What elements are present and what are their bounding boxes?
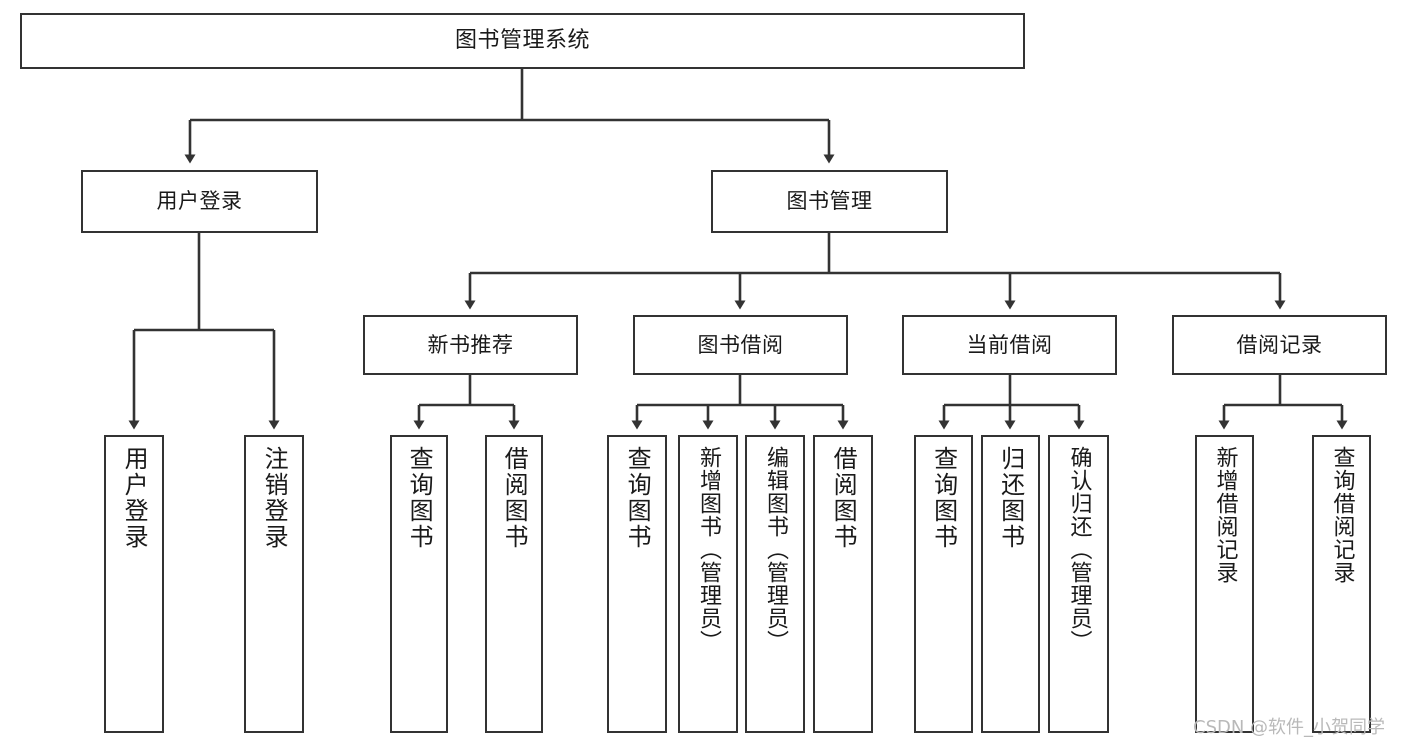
leaf-borrow-query-book-label: 查询图书 bbox=[623, 446, 652, 550]
leaf-borrow-edit-book-label: 编辑图书（管理员） bbox=[762, 446, 788, 653]
node-user-login-label: 用户登录 bbox=[156, 189, 243, 214]
leaf-current-confirm-return[interactable]: 确认归还（管理员） bbox=[1048, 435, 1109, 733]
node-root[interactable]: 图书管理系统 bbox=[20, 13, 1025, 69]
leaf-borrow-query-book[interactable]: 查询图书 bbox=[607, 435, 667, 733]
leaf-borrow-borrow-book-label: 借阅图书 bbox=[829, 446, 858, 550]
leaf-record-add-label: 新增借阅记录 bbox=[1212, 446, 1238, 584]
leaf-current-confirm-return-label: 确认归还（管理员） bbox=[1066, 446, 1092, 653]
leaf-logout[interactable]: 注销登录 bbox=[244, 435, 304, 733]
node-borrow-record[interactable]: 借阅记录 bbox=[1172, 315, 1387, 375]
node-root-label: 图书管理系统 bbox=[454, 28, 590, 54]
node-current-borrow-label: 当前借阅 bbox=[966, 332, 1053, 357]
leaf-new-book-borrow[interactable]: 借阅图书 bbox=[485, 435, 543, 733]
node-new-book-recommend[interactable]: 新书推荐 bbox=[363, 315, 578, 375]
leaf-borrow-add-book-label: 新增图书（管理员） bbox=[695, 446, 721, 653]
node-book-management[interactable]: 图书管理 bbox=[711, 170, 948, 233]
node-new-book-recommend-label: 新书推荐 bbox=[427, 332, 514, 357]
leaf-current-return-book[interactable]: 归还图书 bbox=[981, 435, 1040, 733]
leaf-user-login[interactable]: 用户登录 bbox=[104, 435, 164, 733]
leaf-current-query-book[interactable]: 查询图书 bbox=[914, 435, 973, 733]
leaf-borrow-borrow-book[interactable]: 借阅图书 bbox=[813, 435, 873, 733]
node-book-borrow-label: 图书借阅 bbox=[697, 332, 784, 357]
leaf-new-book-query[interactable]: 查询图书 bbox=[390, 435, 448, 733]
leaf-borrow-add-book[interactable]: 新增图书（管理员） bbox=[678, 435, 738, 733]
leaf-record-query-label: 查询借阅记录 bbox=[1329, 446, 1355, 584]
leaf-record-add[interactable]: 新增借阅记录 bbox=[1195, 435, 1254, 733]
leaf-record-query[interactable]: 查询借阅记录 bbox=[1312, 435, 1371, 733]
node-user-login[interactable]: 用户登录 bbox=[81, 170, 318, 233]
node-book-management-label: 图书管理 bbox=[786, 189, 873, 214]
leaf-borrow-edit-book[interactable]: 编辑图书（管理员） bbox=[745, 435, 805, 733]
leaf-new-book-query-label: 查询图书 bbox=[405, 446, 434, 550]
leaf-user-login-label: 用户登录 bbox=[120, 446, 149, 550]
leaf-logout-label: 注销登录 bbox=[260, 446, 289, 550]
leaf-current-return-book-label: 归还图书 bbox=[996, 446, 1025, 550]
node-borrow-record-label: 借阅记录 bbox=[1236, 332, 1323, 357]
leaf-current-query-book-label: 查询图书 bbox=[929, 446, 958, 550]
node-current-borrow[interactable]: 当前借阅 bbox=[902, 315, 1117, 375]
leaf-new-book-borrow-label: 借阅图书 bbox=[500, 446, 529, 550]
watermark: CSDN @软件_小贺同学 bbox=[1193, 717, 1386, 738]
node-book-borrow[interactable]: 图书借阅 bbox=[633, 315, 848, 375]
